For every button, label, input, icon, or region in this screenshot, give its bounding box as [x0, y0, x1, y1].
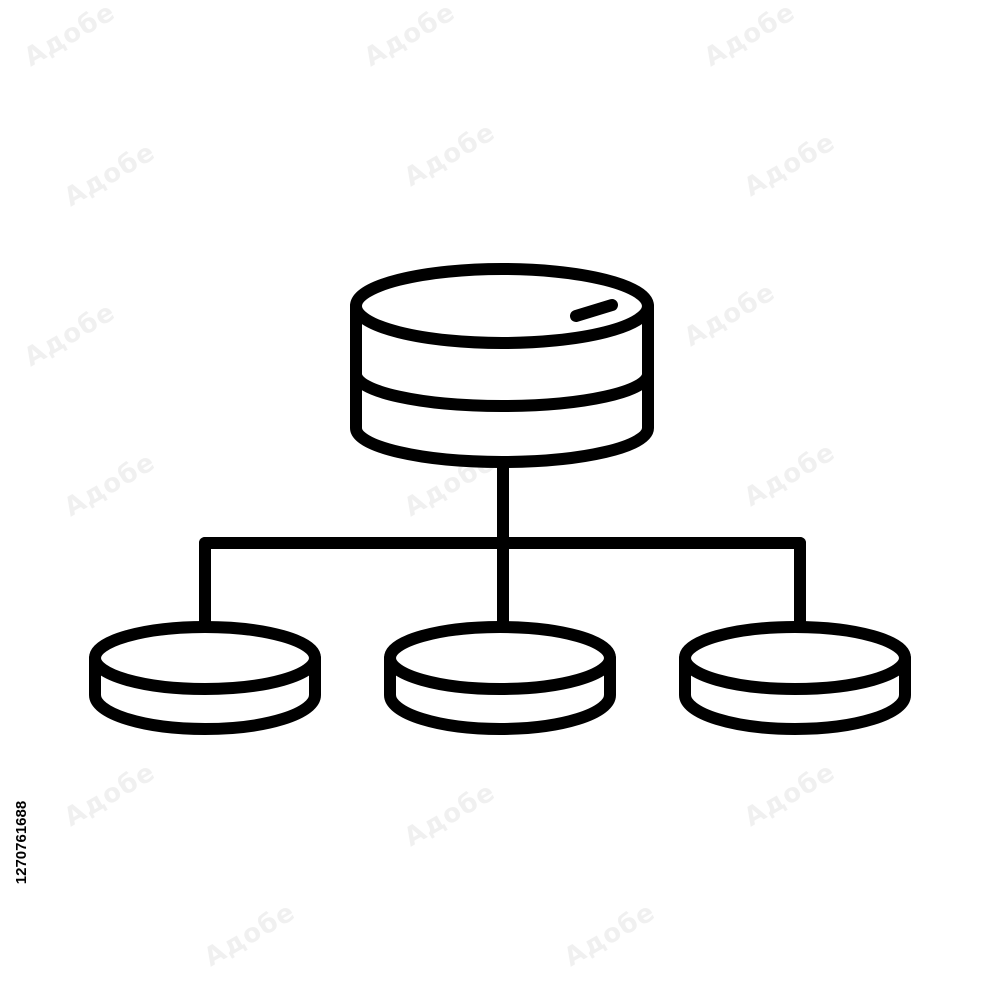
center-disk-top: [384, 621, 616, 695]
main-database-band-line: [350, 368, 654, 412]
stock-image-id: 1270761688: [10, 757, 34, 927]
stock-image-id-label: 1270761688: [13, 800, 31, 884]
center-disk-icon: [384, 621, 616, 735]
right-disk-icon: [679, 621, 911, 735]
main-database-indicator: [570, 299, 618, 322]
left-disk-top: [89, 621, 321, 695]
right-disk-top: [679, 621, 911, 695]
main-database-top: [350, 263, 654, 349]
left-disk-icon: [89, 621, 321, 735]
main-database-body: [350, 300, 654, 468]
main-database-icon: [350, 263, 654, 468]
connector-lines: [199, 462, 806, 631]
